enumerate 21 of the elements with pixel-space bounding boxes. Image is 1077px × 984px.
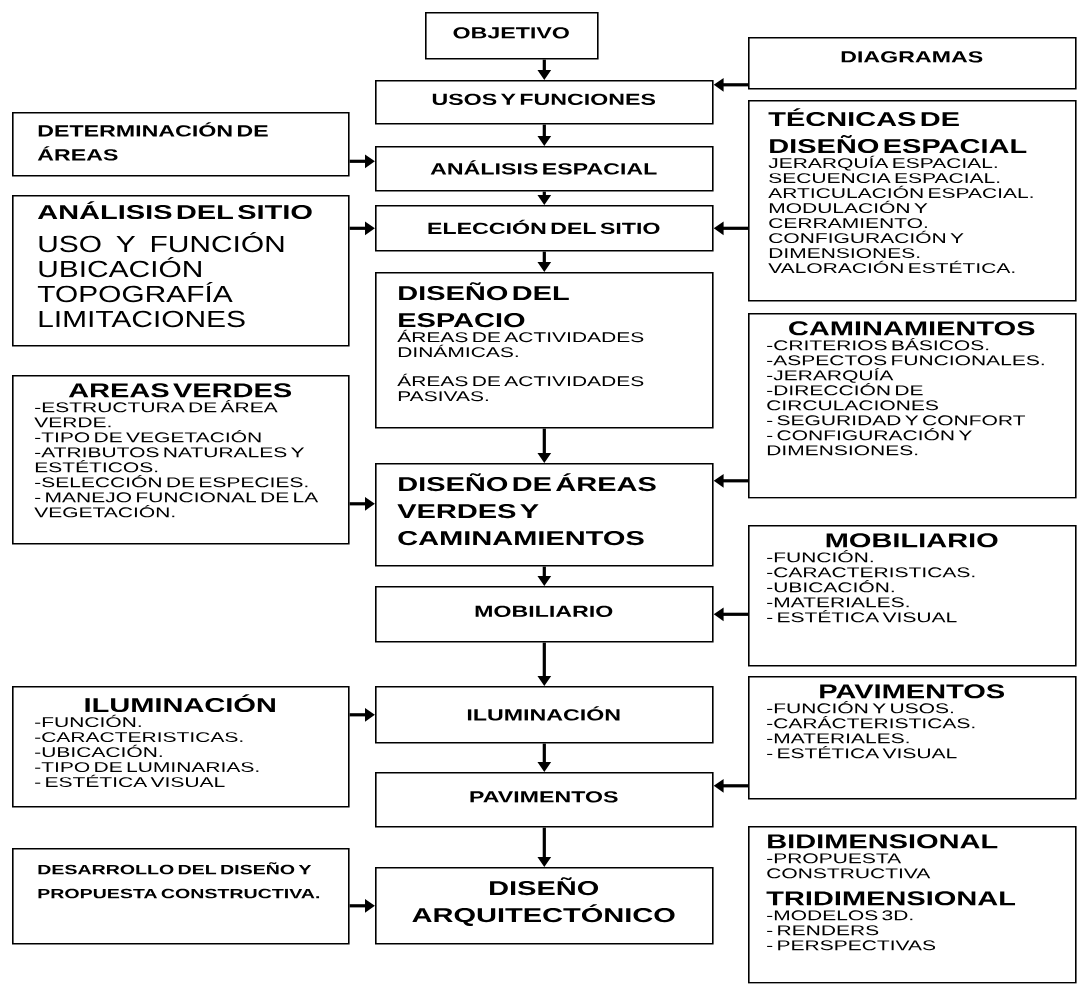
note-box: BIDIMENSIONAL -PROPUESTA CONSTRUCTIVA TRIDIMENSIONAL -MODELOS 3D. - RENDERS - PERSPECTIVAS — [748, 826, 1077, 984]
process-box: DISEÑO DE ÁREAS VERDES Y CAMINAMIENTOS — [375, 463, 714, 567]
process-box: ELECCIÓN DEL SITIO — [375, 205, 714, 252]
note-box: AREAS VERDES -ESTRUCTURA DE ÁREA VERDE. -TIPO DE VEGETACIÓN -ATRIBUTOS NATURALES Y ESTÉTICOS. -SELECCIÓN DE ESPECIES. - MANEJO FUNCIONAL DE LA VEGETACIÓN. — [12, 375, 350, 545]
process-box: DISEÑO ARQUITECTÓNICO — [375, 867, 714, 945]
note-box: ILUMINACIÓN -FUNCIÓN. -CARACTERISTICAS. -UBICACIÓN. -TIPO DE LUMINARIAS. - ESTÉTICA VISUAL — [12, 686, 350, 808]
note-box: MOBILIARIO -FUNCIÓN. -CARACTERISTICAS. -UBICACIÓN. -MATERIALES. - ESTÉTICA VISUAL — [748, 525, 1077, 667]
process-box: ANÁLISIS ESPACIAL — [375, 146, 714, 192]
process-box: USOS Y FUNCIONES — [375, 80, 714, 125]
process-box: OBJETIVO — [425, 12, 599, 60]
process-box: MOBILIARIO — [375, 586, 714, 643]
note-box: ANÁLISIS DEL SITIO USO Y FUNCIÓN UBICACIÓN TOPOGRAFÍA LIMITACIONES — [12, 195, 350, 347]
note-box: DESARROLLO DEL DISEÑO Y PROPUESTA CONSTRUCTIVA. — [12, 848, 350, 945]
note-box: PAVIMENTOS -FUNCIÓN Y USOS. -CARÁCTERISTICAS. -MATERIALES. - ESTÉTICA VISUAL — [748, 676, 1077, 800]
note-box: CAMINAMIENTOS -CRITERIOS BÁSICOS. -ASPECTOS FUNCIONALES. -JERARQUÍA -DIRECCIÓN DE CIRCULACIONES - SEGURIDAD Y CONFORT - CONFIGURACIÓN Y DIMENSIONES. — [748, 313, 1077, 499]
note-box: DETERMINACIÓN DE ÁREAS — [12, 112, 350, 177]
process-box: DISEÑO DEL ESPACIO ÁREAS DE ACTIVIDADES DINÁMICAS. ÁREAS DE ACTIVIDADES PASIVAS. — [375, 272, 714, 429]
note-box: TÉCNICAS DE DISEÑO ESPACIAL JERARQUÍA ESPACIAL. SECUENCIA ESPACIAL. ARTICULACIÓN ESPACIAL. MODULACIÓN Y CERRAMIENTO. CONFIGURACIÓN Y DIMENSIONES. VALORACIÓN ESTÉTICA. — [748, 100, 1077, 302]
process-box: ILUMINACIÓN — [375, 686, 714, 744]
note-box: DIAGRAMAS — [748, 37, 1077, 90]
process-box: PAVIMENTOS — [375, 772, 714, 828]
